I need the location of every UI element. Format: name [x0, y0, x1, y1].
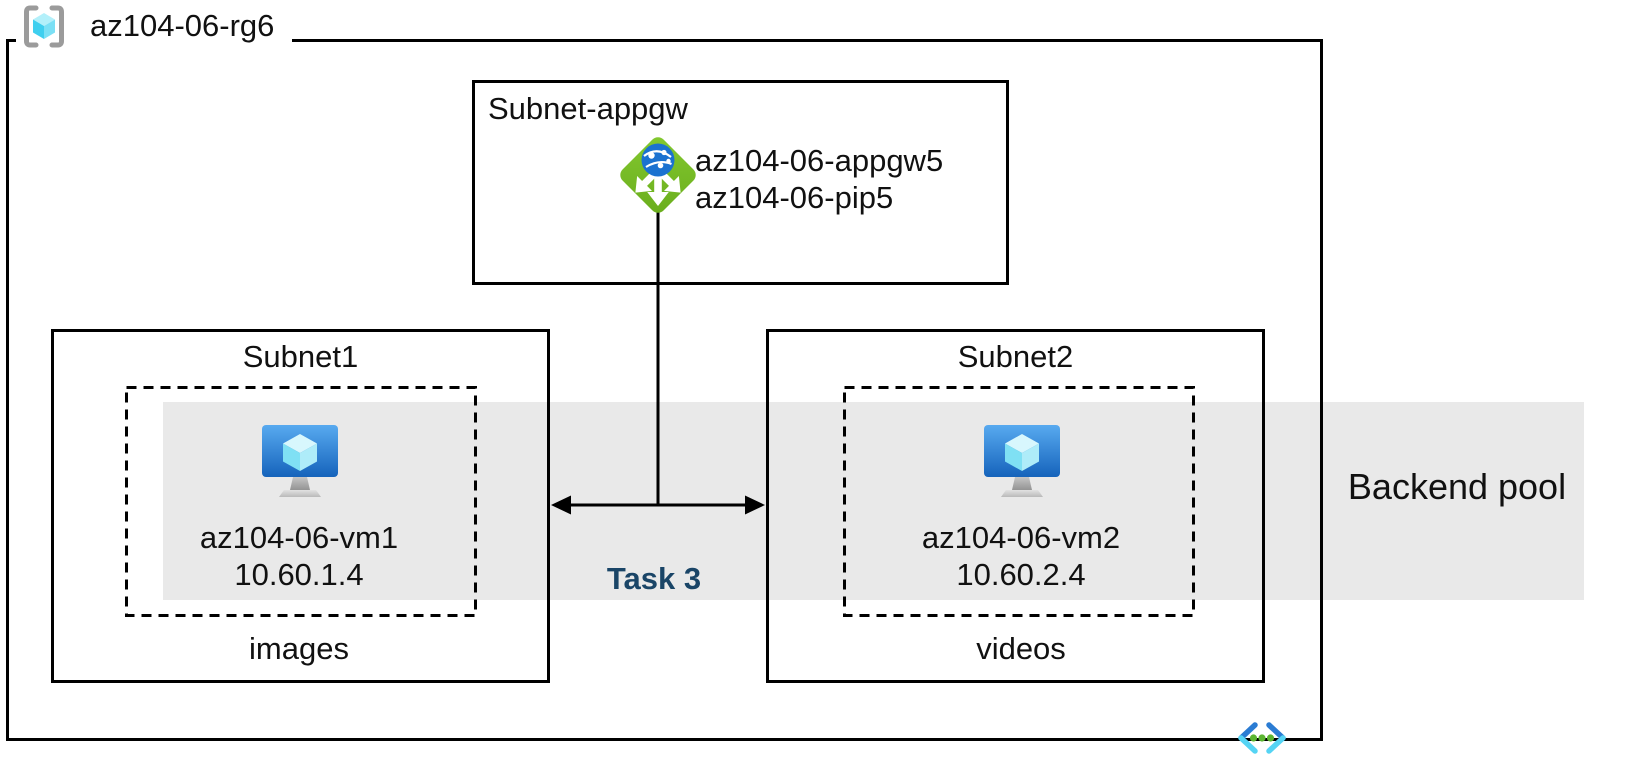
application-gateway-icon — [620, 137, 696, 213]
pip-name-label: az104-06-pip5 — [695, 180, 894, 215]
vm1-ip-label: 10.60.1.4 — [234, 557, 364, 592]
arrowhead-right-icon — [745, 495, 765, 515]
subnet2-box: Subnet2 — [766, 329, 1265, 683]
virtual-machine-icon — [262, 425, 338, 497]
resource-group-name: az104-06-rg6 — [90, 8, 275, 43]
vm1-labels: az104-06-vm1 10.60.1.4 — [149, 519, 449, 593]
gateway-connector-arrows — [551, 212, 765, 515]
appgw-labels: az104-06-appgw5 az104-06-pip5 — [695, 142, 943, 216]
subnet1-title: Subnet1 — [242, 339, 359, 374]
resource-group-box — [6, 39, 1323, 741]
vm1-name-label: az104-06-vm1 — [199, 520, 399, 555]
subnet2-storage-label: videos — [976, 631, 1066, 666]
virtual-machine-icon — [984, 425, 1060, 497]
subnet1-box: Subnet1 — [51, 329, 550, 683]
subnet1-dashed-boundary — [125, 386, 477, 617]
appgw-subnet-title: Subnet-appgw — [488, 91, 688, 126]
task-label: Task 3 — [606, 561, 702, 596]
subnet2-dashed-boundary — [843, 386, 1195, 617]
subnet1-storage-label: images — [249, 631, 349, 666]
vm2-name-label: az104-06-vm2 — [921, 520, 1121, 555]
resource-group-icon — [24, 5, 64, 47]
vm2-ip-label: 10.60.2.4 — [956, 557, 1086, 592]
backend-pool-band — [163, 402, 1584, 600]
arrowhead-left-icon — [551, 495, 571, 515]
backend-pool-label: Backend pool — [1347, 466, 1567, 507]
vm2-labels: az104-06-vm2 10.60.2.4 — [871, 519, 1171, 593]
virtual-network-icon — [1238, 722, 1286, 754]
appgw-subnet-box: Subnet-appgw — [472, 80, 1009, 285]
subnet2-title: Subnet2 — [957, 339, 1074, 374]
appgw-name-label: az104-06-appgw5 — [695, 143, 944, 178]
resource-group-header: az104-06-rg6 — [16, 2, 293, 50]
